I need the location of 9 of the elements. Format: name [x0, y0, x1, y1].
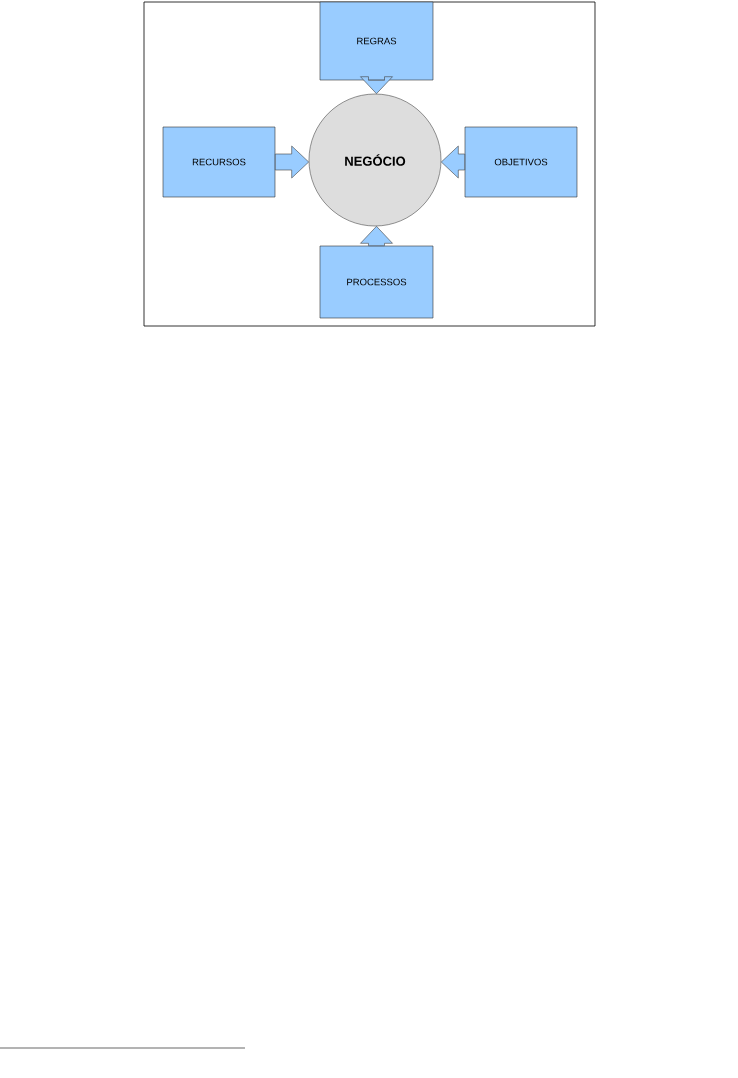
process-box: OBJETIVOS — [464, 126, 578, 198]
block-arrow — [360, 226, 393, 246]
block-arrow — [360, 76, 393, 94]
block-arrow — [275, 145, 309, 179]
process-box: REGRAS — [319, 1, 434, 81]
circle-node: NEGÓCIO — [308, 93, 442, 227]
block-arrow — [441, 145, 465, 179]
process-box: PROCESSOS — [319, 245, 434, 319]
process-box: RECURSOS — [162, 126, 276, 198]
